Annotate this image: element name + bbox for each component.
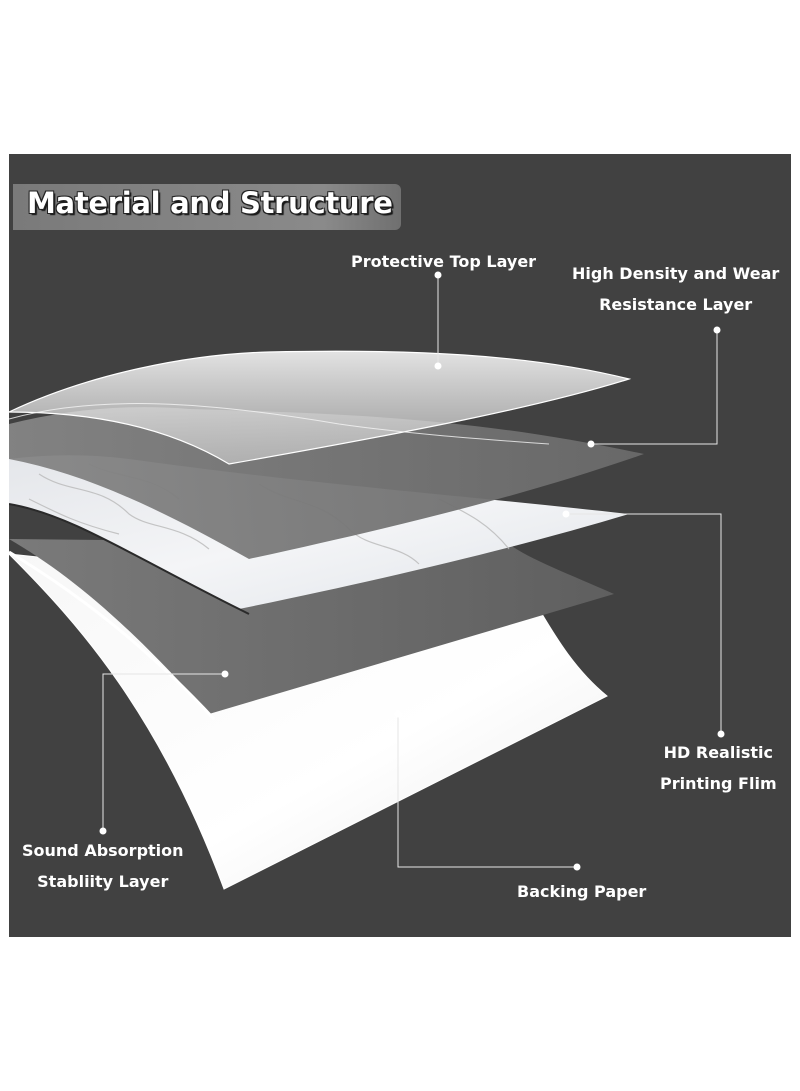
hd-printing-dot — [562, 510, 570, 518]
structure-diagram-panel: Material and Structure Protective Top La… — [9, 154, 791, 937]
layer-stack-illustration — [9, 271, 725, 890]
diagram-title: Material and Structure — [27, 186, 393, 220]
backing-paper-dot — [394, 710, 402, 718]
high-density-dot — [587, 440, 595, 448]
label-hd-printing-film: HD Realistic Printing Flim — [660, 743, 777, 793]
wear-resistance-sheet — [9, 407, 644, 559]
protective-top-dot — [434, 362, 442, 370]
label-high-density-layer: High Density and Wear Resistance Layer — [572, 264, 780, 314]
label-backing-paper: Backing Paper — [517, 882, 647, 901]
label-protective-top-layer: Protective Top Layer — [351, 252, 537, 271]
sound-absorption-sheet — [9, 539, 614, 714]
title-banner — [13, 184, 401, 230]
label-sound-absorption-layer: Sound Absorption Stabliity Layer — [22, 841, 184, 891]
protective-top-sheet — [9, 350, 632, 465]
sound-absorption-dot — [221, 670, 229, 678]
